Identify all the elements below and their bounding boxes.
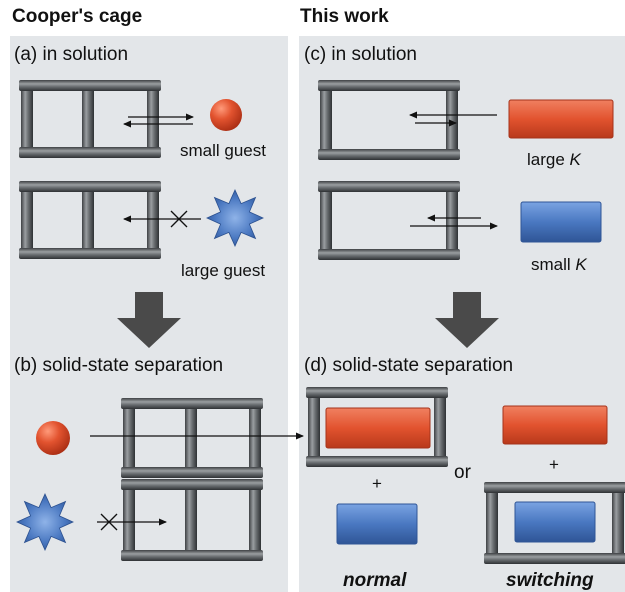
- panel-b-label: (b) solid-state separation: [14, 355, 224, 376]
- large-k-prefix: large: [527, 150, 570, 169]
- cage-d-switching: [484, 482, 625, 564]
- left-title: Cooper's cage: [12, 6, 143, 27]
- small-k-prefix: small: [531, 255, 576, 274]
- large-k-label: large K: [527, 150, 581, 170]
- large-k-guest-box: [508, 99, 614, 139]
- or-label: or: [454, 462, 471, 483]
- small-k-label: small K: [531, 255, 587, 275]
- large-guest-star-icon-b: [16, 493, 74, 551]
- cage-b-bottom: [121, 479, 263, 561]
- red-guest-in-cage: [325, 407, 431, 449]
- equilibrium-arrow-c2: [410, 214, 498, 230]
- normal-label: normal: [343, 570, 407, 591]
- panel-c-label: (c) in solution: [304, 44, 417, 65]
- blocked-arrow-b: [97, 513, 167, 531]
- cage-c1: [318, 80, 460, 160]
- down-arrow-left-icon: [117, 292, 181, 348]
- small-guest-label: small guest: [180, 141, 266, 160]
- large-k-var: K: [569, 150, 581, 169]
- equilibrium-arrow-c1: [409, 111, 497, 127]
- plus-switching: +: [549, 455, 559, 474]
- switching-label: switching: [506, 570, 594, 591]
- cage-b-top: [121, 398, 263, 478]
- down-arrow-right-icon: [435, 292, 499, 348]
- blue-guest-free: [336, 503, 418, 545]
- large-guest-label: large guest: [181, 261, 266, 280]
- equilibrium-arrow-a1: [123, 113, 194, 128]
- small-guest-icon: [210, 99, 242, 131]
- right-title: This work: [300, 6, 389, 27]
- panel-d-label: (d) solid-state separation: [304, 355, 514, 376]
- cage-a2: [19, 181, 161, 259]
- small-k-var: K: [575, 255, 587, 274]
- small-k-guest-box: [520, 201, 602, 243]
- cage-d-normal: [306, 387, 448, 467]
- large-guest-star-icon: [206, 189, 264, 247]
- small-guest-icon-b: [36, 421, 70, 455]
- cage-c2: [318, 181, 460, 260]
- cage-a1: [19, 80, 161, 158]
- panel-a-label: (a) in solution: [14, 44, 129, 65]
- plus-normal: +: [372, 474, 382, 493]
- red-guest-free: [502, 405, 608, 445]
- blue-guest-in-cage: [514, 501, 596, 543]
- blocked-arrow-a2: [123, 210, 201, 228]
